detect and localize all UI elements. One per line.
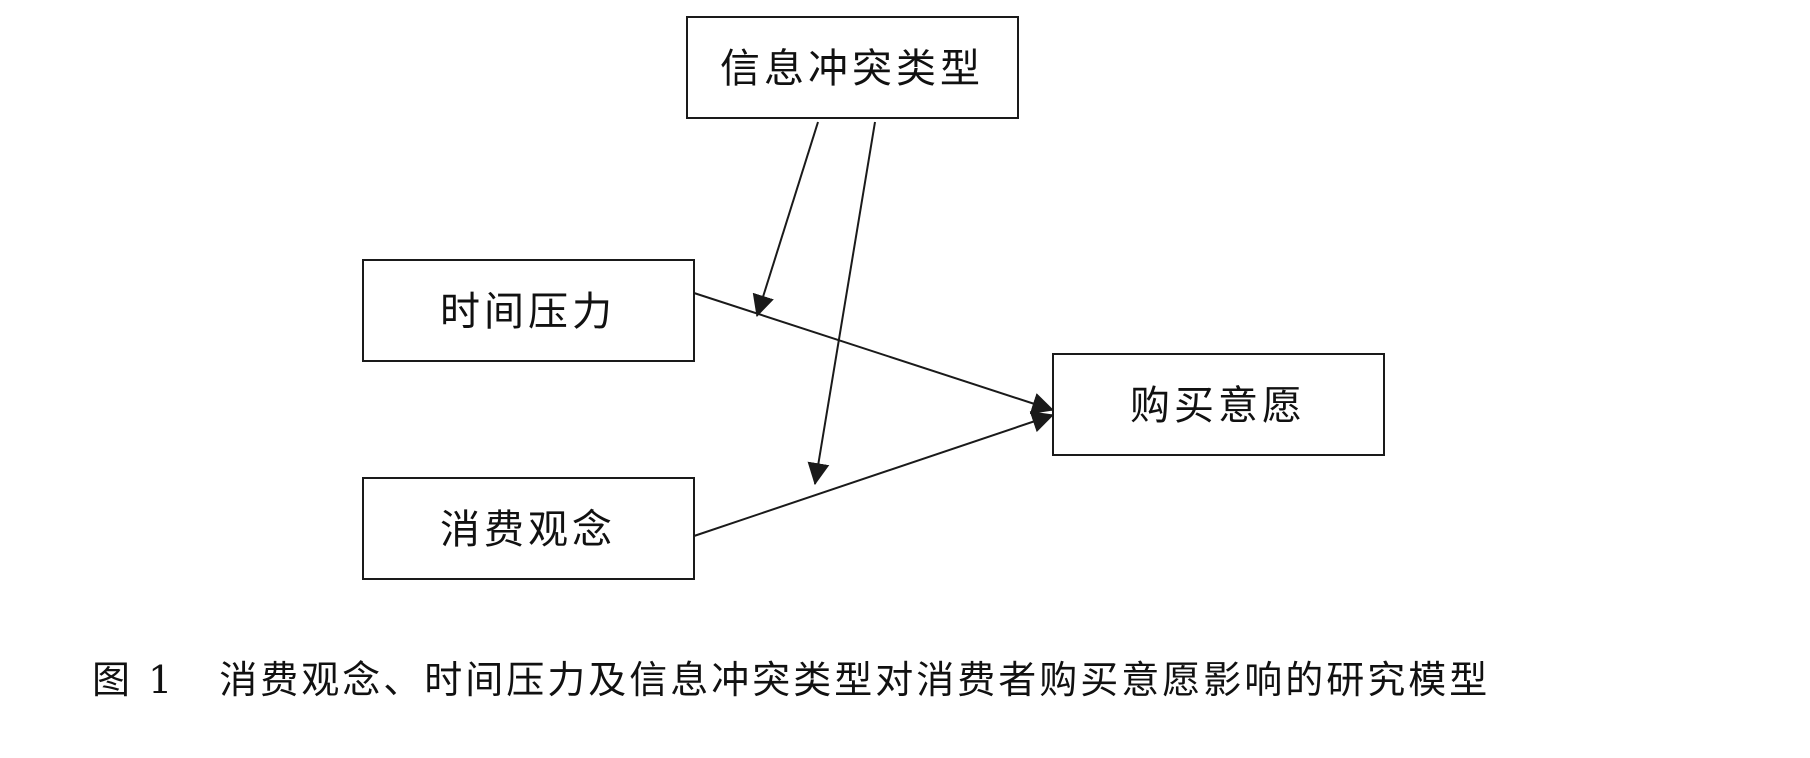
edge-time-pressure-to-purchase-intention — [693, 292, 1055, 414]
figure-caption: 图 1 消费观念、时间压力及信息冲突类型对消费者购买意愿影响的研究模型 — [92, 650, 1792, 710]
node-time-pressure-label: 时间压力 — [440, 289, 616, 335]
research-model-diagram: 信息冲突类型 时间压力 消费观念 购买意愿 — [362, 16, 1385, 580]
edge-consumption-concept-to-purchase-intention — [693, 411, 1055, 537]
figure-caption-text: 消费观念、时间压力及信息冲突类型对消费者购买意愿影响的研究模型 — [219, 658, 1491, 702]
node-purchase-intention: 购买意愿 — [1052, 353, 1385, 456]
node-info-conflict-type: 信息冲突类型 — [686, 16, 1019, 119]
node-consumption-concept-label: 消费观念 — [440, 507, 616, 553]
node-time-pressure: 时间压力 — [362, 259, 695, 362]
edge-info-conflict-moderates-consumption-concept — [807, 121, 876, 486]
node-purchase-intention-label: 购买意愿 — [1130, 383, 1306, 429]
node-consumption-concept: 消费观念 — [362, 477, 695, 580]
figure-number: 图 1 — [92, 658, 176, 702]
node-info-conflict-type-label: 信息冲突类型 — [720, 46, 984, 92]
edge-info-conflict-moderates-time-pressure — [752, 121, 819, 318]
